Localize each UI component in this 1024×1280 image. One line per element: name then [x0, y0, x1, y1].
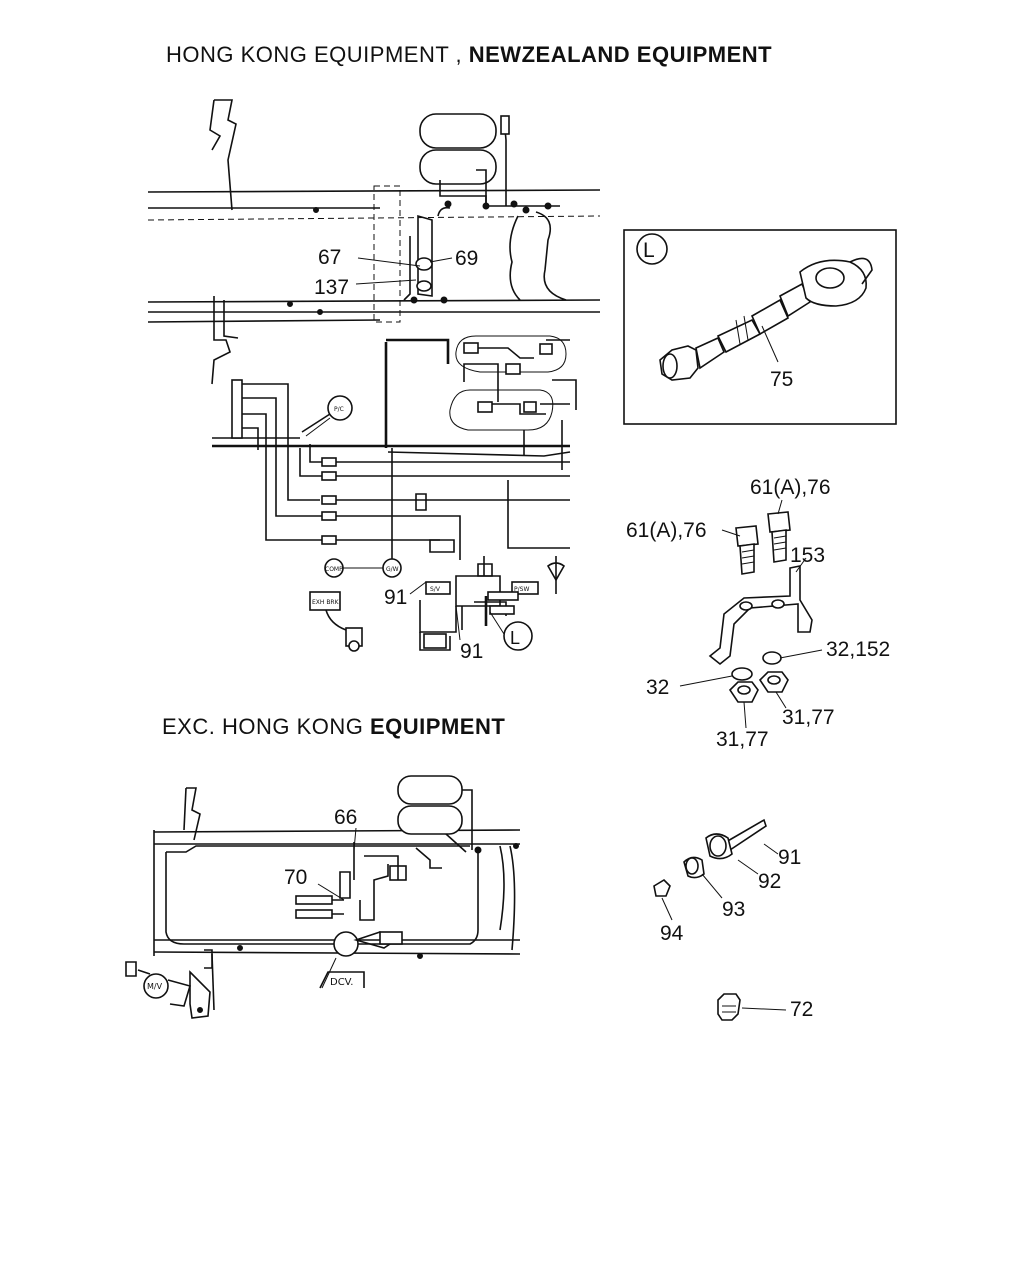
callout-93: 93 [722, 898, 745, 921]
plug-part [717, 993, 787, 1021]
connector-block [231, 379, 243, 439]
callout-137: 137 [314, 276, 349, 299]
top-chassis-diagram [147, 99, 601, 652]
tag-pc: P/C [334, 406, 344, 413]
tag-gw: G/W [386, 566, 399, 573]
callout-31-77-left: 31,77 [716, 728, 769, 751]
callout-92: 92 [758, 870, 781, 893]
callout-70: 70 [284, 866, 307, 889]
dcv-valve-icon [333, 931, 359, 957]
air-tank-upper [419, 113, 497, 149]
callout-69: 69 [455, 247, 478, 270]
callout-94: 94 [660, 922, 684, 945]
tag-comp: COMP [325, 566, 343, 573]
callout-61a-76-left: 61(A),76 [626, 519, 707, 542]
tag-dcv: DCV. [330, 977, 353, 988]
callout-66: 66 [334, 806, 357, 829]
exhaust-brake-switch [309, 591, 341, 611]
top-heading: HONG KONG EQUIPMENT , NEWZEALAND EQUIPME… [166, 42, 772, 68]
callout-91-b: 91 [460, 640, 483, 663]
detail-marker-icon [636, 233, 668, 265]
callout-75: 75 [770, 368, 793, 391]
fitting-parts [653, 818, 779, 921]
pressure-gauge-icon [327, 395, 353, 421]
detail-l-marker-icon [503, 621, 533, 651]
gw-icon [382, 558, 402, 578]
bottom-air-tank-upper [397, 775, 463, 805]
callout-91-c: 91 [778, 846, 801, 869]
tag-psw: P/SW [514, 586, 529, 593]
detail-l-box: L 75 [623, 229, 897, 425]
callout-67: 67 [318, 246, 341, 269]
callout-32-152: 32,152 [826, 638, 890, 661]
tag-sv: S/V [430, 586, 441, 593]
hose-fitting-drawing [659, 257, 873, 381]
callout-72: 72 [790, 998, 813, 1021]
air-tank-lower [419, 149, 497, 185]
callout-91-a: 91 [384, 586, 407, 609]
bottom-heading: EXC. HONG KONG EQUIPMENT [162, 714, 505, 740]
tag-exh-brk: EXH BRK [312, 599, 340, 606]
top-heading-part1: HONG KONG EQUIPMENT , [166, 42, 463, 67]
bottom-heading-part1: EXC. HONG KONG [162, 714, 364, 739]
callout-l: L [510, 628, 520, 648]
callout-61a-76-top: 61(A),76 [750, 476, 831, 499]
bottom-heading-part2: EQUIPMENT [369, 714, 506, 739]
mv-valve-icon [143, 973, 169, 999]
bottom-air-tank-lower [397, 805, 463, 835]
detail-marker: L [643, 239, 655, 262]
bracket-assembly [679, 499, 823, 729]
callout-153: 153 [790, 544, 825, 567]
tag-mv: M/V [147, 982, 163, 991]
bottom-chassis-diagram [125, 775, 521, 1019]
top-heading-part2: NEWZEALAND EQUIPMENT [468, 42, 773, 67]
callout-32: 32 [646, 676, 669, 699]
callout-31-77-right: 31,77 [782, 706, 835, 729]
